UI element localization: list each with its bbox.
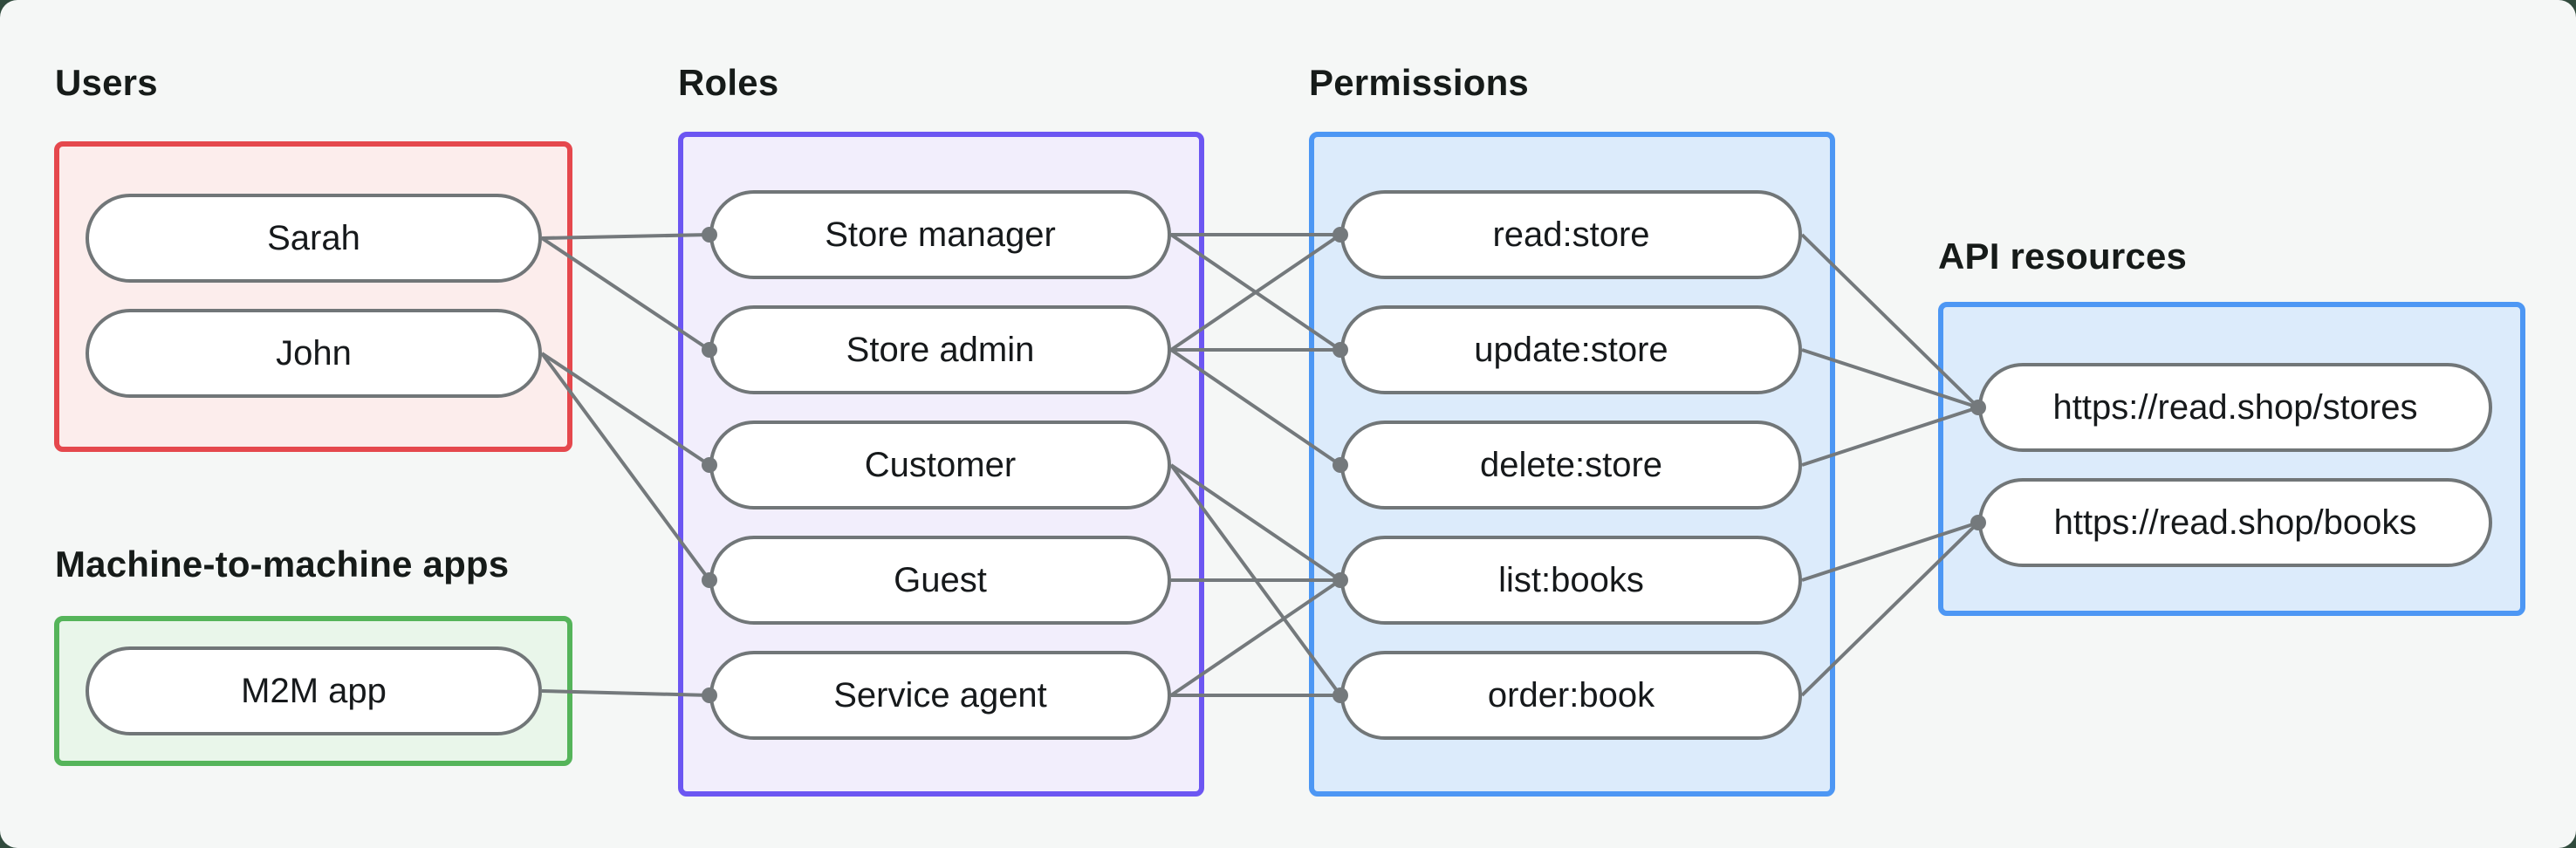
node-m2m-app: M2M app bbox=[86, 646, 542, 735]
group-title-permissions: Permissions bbox=[1309, 62, 1529, 103]
node-books-resource: https://read.shop/books bbox=[1978, 478, 2492, 567]
node-service-agent: Service agent bbox=[709, 651, 1171, 740]
node-order-book: order:book bbox=[1340, 651, 1802, 740]
node-guest: Guest bbox=[709, 536, 1171, 625]
node-read-store: read:store bbox=[1340, 190, 1802, 279]
node-sarah: Sarah bbox=[86, 194, 542, 283]
node-list-books: list:books bbox=[1340, 536, 1802, 625]
group-box-api-resources bbox=[1938, 302, 2525, 616]
group-title-machine-to-machine-apps: Machine-to-machine apps bbox=[55, 544, 510, 585]
group-title-roles: Roles bbox=[678, 62, 779, 103]
group-title-users: Users bbox=[55, 62, 158, 103]
node-update-store: update:store bbox=[1340, 305, 1802, 394]
node-customer: Customer bbox=[709, 421, 1171, 509]
node-store-manager: Store manager bbox=[709, 190, 1171, 279]
node-john: John bbox=[86, 309, 542, 398]
group-title-api-resources: API resources bbox=[1938, 236, 2188, 277]
group-box-users bbox=[54, 141, 572, 452]
node-stores-resource: https://read.shop/stores bbox=[1978, 363, 2492, 452]
node-store-admin: Store admin bbox=[709, 305, 1171, 394]
node-delete-store: delete:store bbox=[1340, 421, 1802, 509]
